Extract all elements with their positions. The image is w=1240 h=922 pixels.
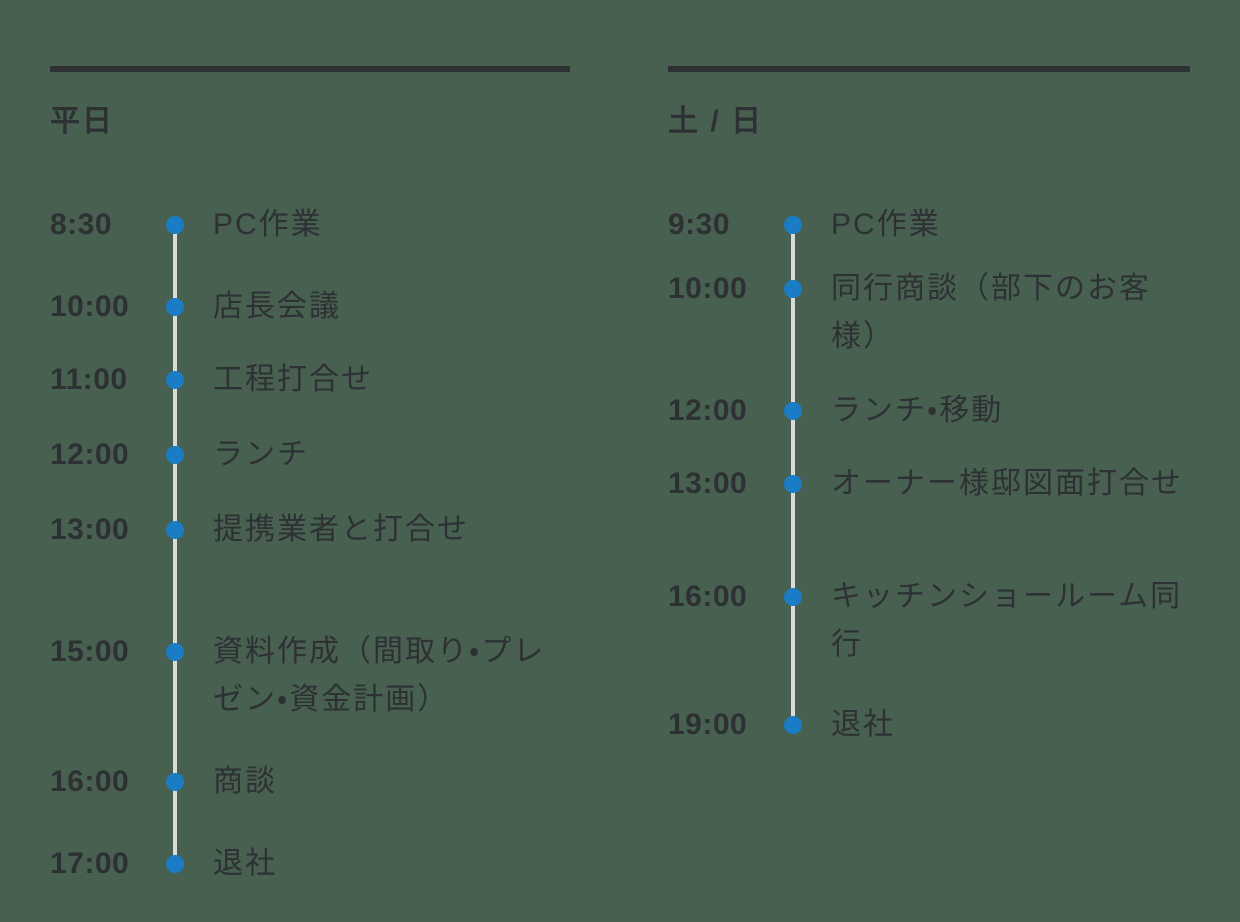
entry-time: 13:00 bbox=[50, 513, 130, 546]
column-top-rule bbox=[668, 66, 1190, 72]
entry-time: 9:30 bbox=[668, 208, 731, 241]
timeline-dot bbox=[166, 216, 184, 234]
entry-time: 17:00 bbox=[50, 847, 130, 880]
timeline-dot bbox=[784, 280, 802, 298]
entry-label: PC作業 bbox=[831, 208, 941, 241]
timeline-dot bbox=[784, 588, 802, 606]
timeline-dot bbox=[784, 475, 802, 493]
entry-label: PC作業 bbox=[213, 208, 323, 241]
entry-label: 提携業者と打合せ bbox=[213, 513, 469, 546]
entry-time: 16:00 bbox=[50, 765, 130, 798]
entry-label: 商談 bbox=[213, 765, 277, 798]
entry-label: ランチ・移動 bbox=[831, 394, 1004, 427]
entry-label: 退社 bbox=[213, 847, 277, 880]
timeline-dot bbox=[166, 298, 184, 316]
timeline-dot bbox=[166, 643, 184, 661]
entry-time: 12:00 bbox=[668, 394, 748, 427]
entry-time: 11:00 bbox=[50, 363, 128, 396]
weekend-column: 土 / 日 9:30 PC作業 10:00 同行商談（部下のお客様） 12:00… bbox=[668, 0, 1190, 922]
entry-label: 店長会議 bbox=[213, 290, 341, 323]
entry-label: 工程打合せ bbox=[213, 363, 373, 396]
entry-time: 10:00 bbox=[668, 272, 748, 305]
column-top-rule bbox=[50, 66, 570, 72]
entry-label: 資料作成（間取り・プレゼン・資金計画） bbox=[213, 635, 546, 716]
entry-label: 退社 bbox=[831, 708, 895, 741]
timeline-dot bbox=[784, 402, 802, 420]
entry-time: 15:00 bbox=[50, 635, 130, 668]
entry-label: キッチンショールーム同行 bbox=[831, 580, 1183, 661]
entry-time: 19:00 bbox=[668, 708, 748, 741]
timeline-dot bbox=[166, 773, 184, 791]
column-title-weekend: 土 / 日 bbox=[668, 105, 764, 138]
entry-time: 8:30 bbox=[50, 208, 113, 241]
entry-time: 12:00 bbox=[50, 438, 130, 471]
entry-label: オーナー様邸図面打合せ bbox=[831, 467, 1183, 500]
entry-time: 16:00 bbox=[668, 580, 748, 613]
timeline-line bbox=[173, 225, 177, 864]
entry-time: 13:00 bbox=[668, 467, 748, 500]
entry-label: ランチ bbox=[213, 438, 309, 471]
timeline-dot bbox=[166, 446, 184, 464]
timeline-dot bbox=[166, 521, 184, 539]
timeline-dot bbox=[166, 855, 184, 873]
weekday-column: 平日 8:30 PC作業 10:00 店長会議 11:00 工程打合せ 12:0… bbox=[50, 0, 570, 922]
column-title-weekday: 平日 bbox=[50, 105, 114, 138]
timeline-dot bbox=[784, 716, 802, 734]
entry-label: 同行商談（部下のお客様） bbox=[831, 272, 1151, 353]
entry-time: 10:00 bbox=[50, 290, 130, 323]
timeline-dot bbox=[166, 371, 184, 389]
timeline-dot bbox=[784, 216, 802, 234]
